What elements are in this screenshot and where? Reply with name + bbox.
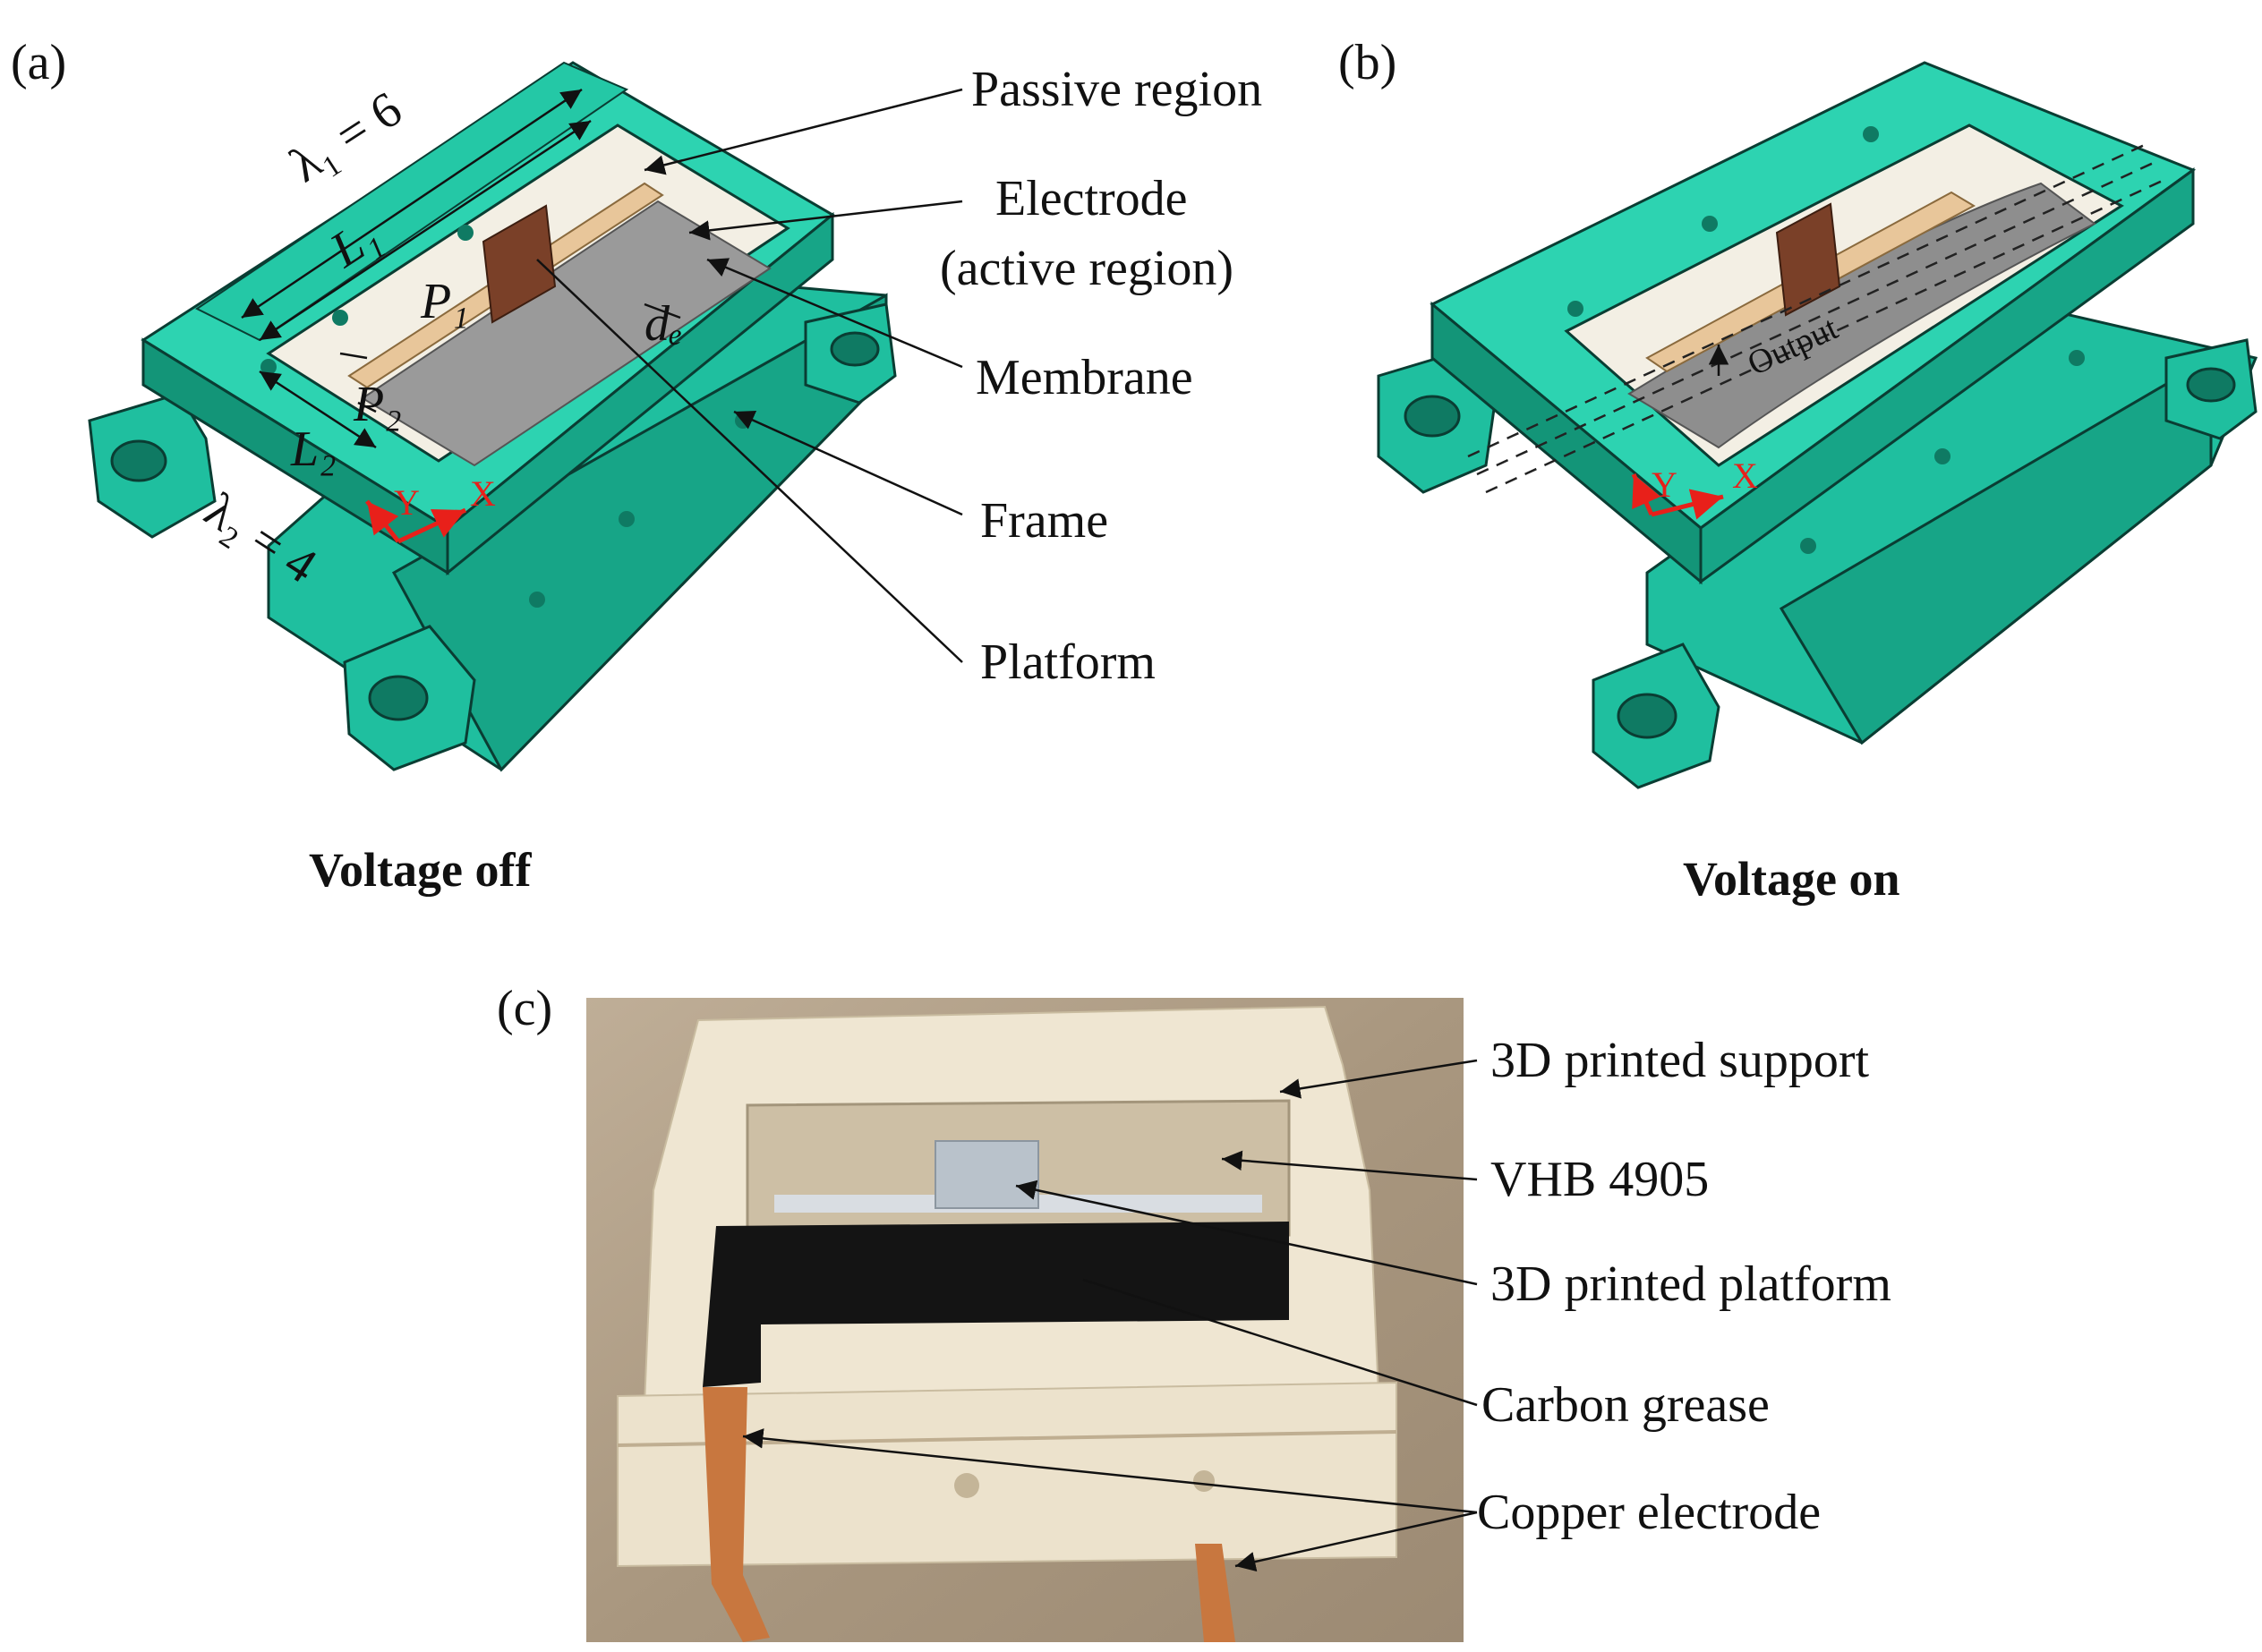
panel-b-letter: (b) <box>1338 35 1396 90</box>
callout-carbon-grease: Carbon grease <box>1481 1377 1770 1433</box>
callout-vhb: VHB 4905 <box>1490 1152 1709 1207</box>
lambda2-label: λ₂ = 4 <box>195 482 326 594</box>
lambda1-label: λ₁ = 6 <box>280 81 411 193</box>
panel-c: (c) <box>497 981 1891 1642</box>
caption-voltage-on: Voltage on <box>1683 852 1900 906</box>
dashed-guides <box>1467 141 2167 494</box>
callout-3d-platform: 3D printed platform <box>1490 1256 1891 1312</box>
platform-3d-b <box>1377 302 2258 789</box>
P2-label: P₂ <box>353 377 402 432</box>
callout-frame: Frame <box>980 493 1108 549</box>
callout-platform: Platform <box>980 634 1156 690</box>
panel-a-letter: (a) <box>11 35 66 90</box>
frame-3d-b <box>1430 61 2197 585</box>
panel-a: (a) <box>11 35 1262 897</box>
axis-y-label-a: Y <box>394 482 420 523</box>
axis-y-label-b: Y <box>1652 464 1677 505</box>
axis-x-label-a: X <box>470 473 496 514</box>
axes-a <box>365 499 467 544</box>
de-label: dₑ <box>644 296 683 352</box>
panel-b: (b) <box>1338 35 2258 906</box>
dimension-lines <box>241 88 681 449</box>
axes-b <box>1631 473 1724 520</box>
callout-electrode-2: (active region) <box>940 241 1233 296</box>
photo <box>586 998 1464 1642</box>
axis-x-label-b: X <box>1732 456 1758 496</box>
panel-c-letter: (c) <box>497 981 552 1036</box>
callout-membrane: Membrane <box>976 350 1193 405</box>
callout-3d-support: 3D printed support <box>1490 1033 1870 1088</box>
callout-leaders-c <box>742 1059 1478 1572</box>
L2-label: L₂ <box>290 422 337 477</box>
caption-voltage-off: Voltage off <box>309 843 532 897</box>
callout-electrode-1: Electrode <box>995 171 1188 226</box>
callout-passive-region: Passive region <box>971 62 1262 117</box>
P1-label: P₁ <box>420 274 469 329</box>
callout-copper-electrode: Copper electrode <box>1477 1485 1821 1540</box>
callout-leaders-a <box>536 88 963 663</box>
platform-3d <box>88 267 897 772</box>
